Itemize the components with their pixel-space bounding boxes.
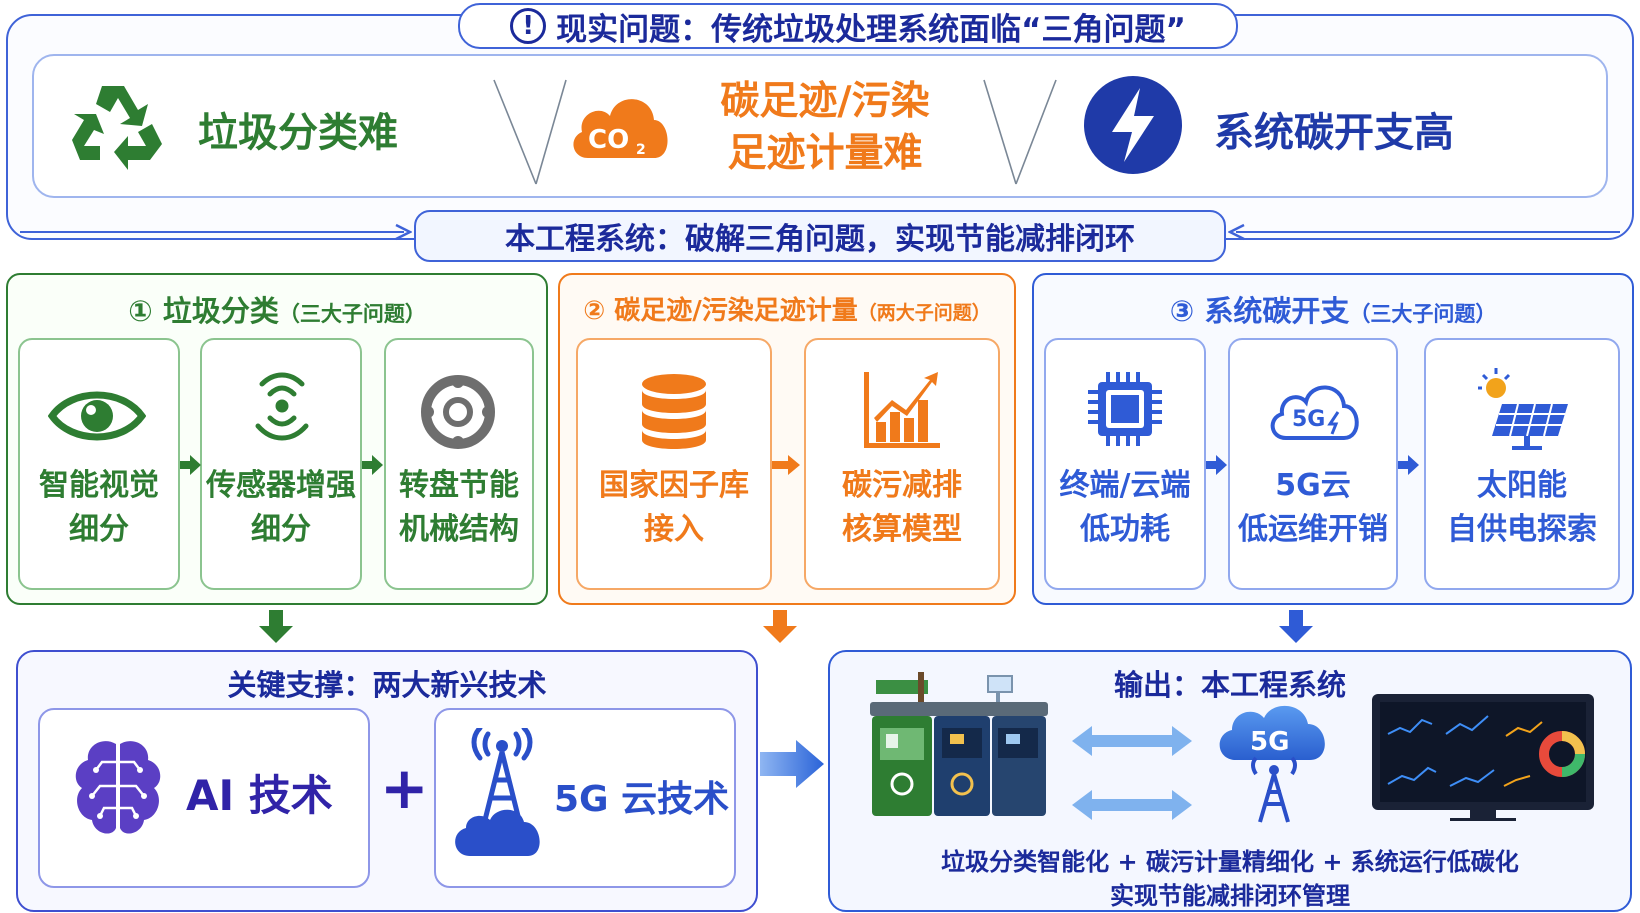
problem-divider-right bbox=[983, 79, 1057, 185]
page-title-text: 现实问题：传统垃圾处理系统面临“三角问题” bbox=[556, 11, 1186, 48]
card-solar bbox=[1424, 338, 1620, 590]
card-factor-db-text: 国家因子库接入 bbox=[599, 468, 749, 547]
turntable-icon bbox=[421, 375, 495, 449]
card-sensor-text: 传感器增强细分 bbox=[206, 468, 356, 547]
arrow-right-big bbox=[760, 740, 824, 788]
card-low-power-text: 终端/云端低功耗 bbox=[1059, 468, 1191, 547]
card-solar-text: 太阳能自供电探索 bbox=[1447, 468, 1597, 547]
system-statement: 本工程系统：破解三角问题，实现节能减排闭环 bbox=[414, 210, 1226, 262]
key-support-title: 关键支撑：两大新兴技术 bbox=[227, 668, 547, 702]
solar-panel-icon bbox=[1478, 368, 1568, 450]
eye-icon bbox=[48, 391, 146, 441]
dashboard-monitor-icon bbox=[1372, 694, 1594, 821]
arrow-left-in bbox=[20, 223, 412, 241]
recycle-icon bbox=[72, 86, 162, 170]
5g-cloud-icon: 5G bbox=[1270, 385, 1359, 440]
problem-box bbox=[32, 54, 1608, 198]
plus-sign: + bbox=[380, 754, 429, 822]
page-title: ! 现实问题：传统垃圾处理系统面临“三角问题” bbox=[458, 3, 1238, 49]
card-accounting-model bbox=[804, 338, 1000, 590]
section-expense-title: ③ 系统碳开支（三大子问题） bbox=[1169, 294, 1497, 328]
chip-icon bbox=[1088, 372, 1162, 446]
sensor-signal-icon bbox=[255, 372, 309, 441]
arrow-down-orange bbox=[763, 610, 797, 643]
ai-tech-label: AI 技术 bbox=[186, 771, 333, 820]
exclamation-icon: ! bbox=[510, 8, 547, 44]
arrow-down-blue bbox=[1279, 610, 1313, 643]
problem-carbon-line1: 碳足迹/污染 bbox=[720, 79, 930, 124]
card-sensor bbox=[200, 338, 362, 590]
svg-text:5G: 5G bbox=[1250, 727, 1289, 757]
card-5g-cloud bbox=[1228, 338, 1398, 590]
problem-carbon-line2: 足迹计量难 bbox=[727, 131, 923, 176]
arrow-right-blue-2 bbox=[1398, 455, 1419, 475]
card-low-power bbox=[1044, 338, 1206, 590]
lightning-icon bbox=[1084, 76, 1182, 174]
output-line-1: 垃圾分类智能化 + 碳污计量精细化 + 系统运行低碳化 bbox=[941, 848, 1519, 876]
problem-divider-left bbox=[493, 79, 567, 185]
card-accounting-model-text: 碳污减排核算模型 bbox=[842, 468, 962, 547]
bar-chart-icon bbox=[864, 372, 940, 448]
database-icon bbox=[642, 374, 706, 449]
tower-cloud-icon bbox=[455, 728, 540, 856]
arrow-right-orange bbox=[772, 455, 800, 475]
brain-icon bbox=[75, 741, 161, 834]
5g-cloud-tech-label: 5G 云技术 bbox=[554, 779, 730, 820]
co2-cloud-icon: CO 2 bbox=[573, 99, 668, 158]
5g-tower-cloud-icon: 5G bbox=[1219, 705, 1325, 823]
problem-sorting: 垃圾分类难 bbox=[198, 110, 398, 156]
svg-text:CO: CO bbox=[588, 125, 629, 155]
card-turntable-text: 转盘节能机械结构 bbox=[399, 468, 519, 547]
arrow-right-in bbox=[1228, 223, 1620, 241]
smart-bin-station-icon bbox=[870, 672, 1048, 816]
output-line-2: 实现节能减排闭环管理 bbox=[1110, 882, 1350, 910]
svg-text:5G: 5G bbox=[1292, 407, 1325, 432]
problem-carbon: 碳足迹/污染 足迹计量难 bbox=[690, 76, 960, 180]
arrow-right-green-1 bbox=[180, 455, 201, 475]
svg-text:2: 2 bbox=[636, 142, 646, 158]
card-smart-vision bbox=[18, 338, 180, 590]
output-title: 输出：本工程系统 bbox=[1113, 668, 1346, 702]
arrow-down-green bbox=[259, 610, 293, 643]
problem-expense: 系统碳开支高 bbox=[1214, 110, 1454, 156]
double-arrow-lower bbox=[1072, 790, 1192, 820]
card-smart-vision-text: 智能视觉细分 bbox=[39, 468, 159, 547]
arrow-right-green-2 bbox=[362, 455, 383, 475]
double-arrow-upper bbox=[1072, 726, 1192, 756]
section-sorting-title: ① 垃圾分类（三大子问题） bbox=[128, 294, 426, 328]
section-carbon-title: ② 碳足迹/污染足迹计量（两大子问题） bbox=[583, 296, 991, 326]
arrow-right-blue-1 bbox=[1206, 455, 1227, 475]
card-5g-cloud-text: 5G云低运维开销 bbox=[1238, 468, 1388, 547]
